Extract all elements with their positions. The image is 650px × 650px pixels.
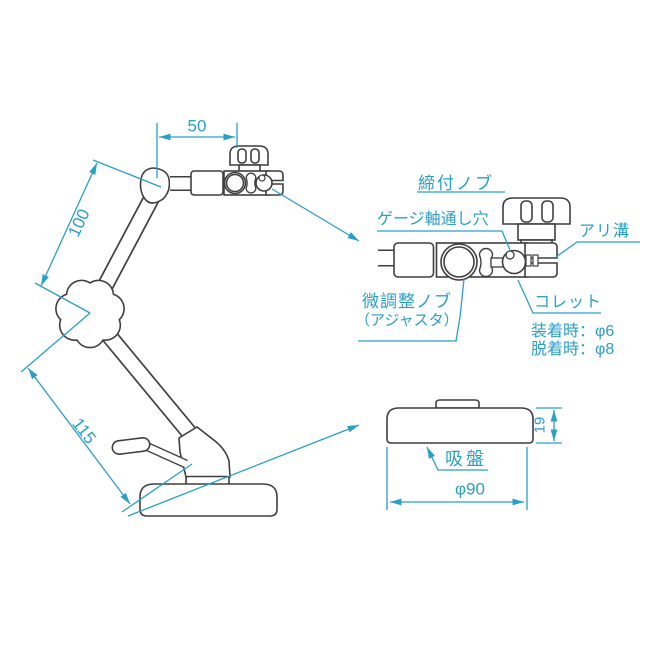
leader-base-cup (127, 424, 360, 517)
leader-fine-adjust (358, 278, 465, 342)
leader-collet (517, 279, 601, 314)
cup-body-shape (386, 407, 534, 444)
lock-lever-shape (111, 437, 188, 469)
label-collet-released: 脱着時：φ8 (531, 341, 615, 358)
leader-head-detail (271, 188, 360, 242)
suction-cup-detail-drawing (386, 399, 534, 444)
label-fine-adjust-knob: 微調整ノブ (362, 292, 452, 311)
dim-phi90-text: φ90 (455, 479, 485, 499)
label-collet: コレット (534, 294, 603, 311)
link-shape (478, 247, 494, 278)
label-collet-mounted: 装着時：φ6 (531, 323, 615, 340)
gauge-hole-shape (505, 250, 515, 260)
annotation-lines (20, 123, 640, 517)
label-fine-adjust-knob-sub: （アジャスタ） (355, 312, 459, 329)
leader-dovetail (555, 241, 640, 258)
clamp-head-shape (170, 145, 284, 196)
base-socket-shape (178, 426, 231, 478)
star-knob-shape (55, 279, 125, 349)
dim-100-ext-top (92, 159, 162, 188)
leader-suction-cup (426, 446, 488, 471)
cup-tab-shape (435, 399, 480, 409)
stand-drawing (55, 145, 284, 517)
elbow-joint-shape (139, 167, 171, 204)
label-dovetail-groove: アリ溝 (579, 223, 631, 240)
label-gauge-shaft-hole: ゲージ軸通し穴 (377, 211, 489, 228)
dim-100-line (40, 162, 98, 287)
dim-115-ext-top (20, 312, 91, 373)
dovetail-jaw-upper-shape (524, 242, 558, 259)
label-suction-cup: 吸盤 (445, 449, 487, 469)
clamp-block-shape (393, 242, 435, 278)
dim-115-ext-bot (121, 463, 193, 513)
label-tightening-knob: 締付ノブ (418, 174, 494, 193)
dim-19-text: 19 (531, 416, 549, 434)
clamp-head-detail-drawing (378, 197, 571, 281)
leader-gauge-hole (377, 230, 511, 251)
suction-base-shape (139, 483, 278, 517)
tightening-knob-shape (502, 197, 571, 247)
dim-50-text: 50 (187, 116, 207, 136)
fine-adjust-knob-shape (440, 243, 478, 281)
dim-100-ext-bot (34, 282, 91, 314)
dim-115-line (27, 367, 131, 505)
